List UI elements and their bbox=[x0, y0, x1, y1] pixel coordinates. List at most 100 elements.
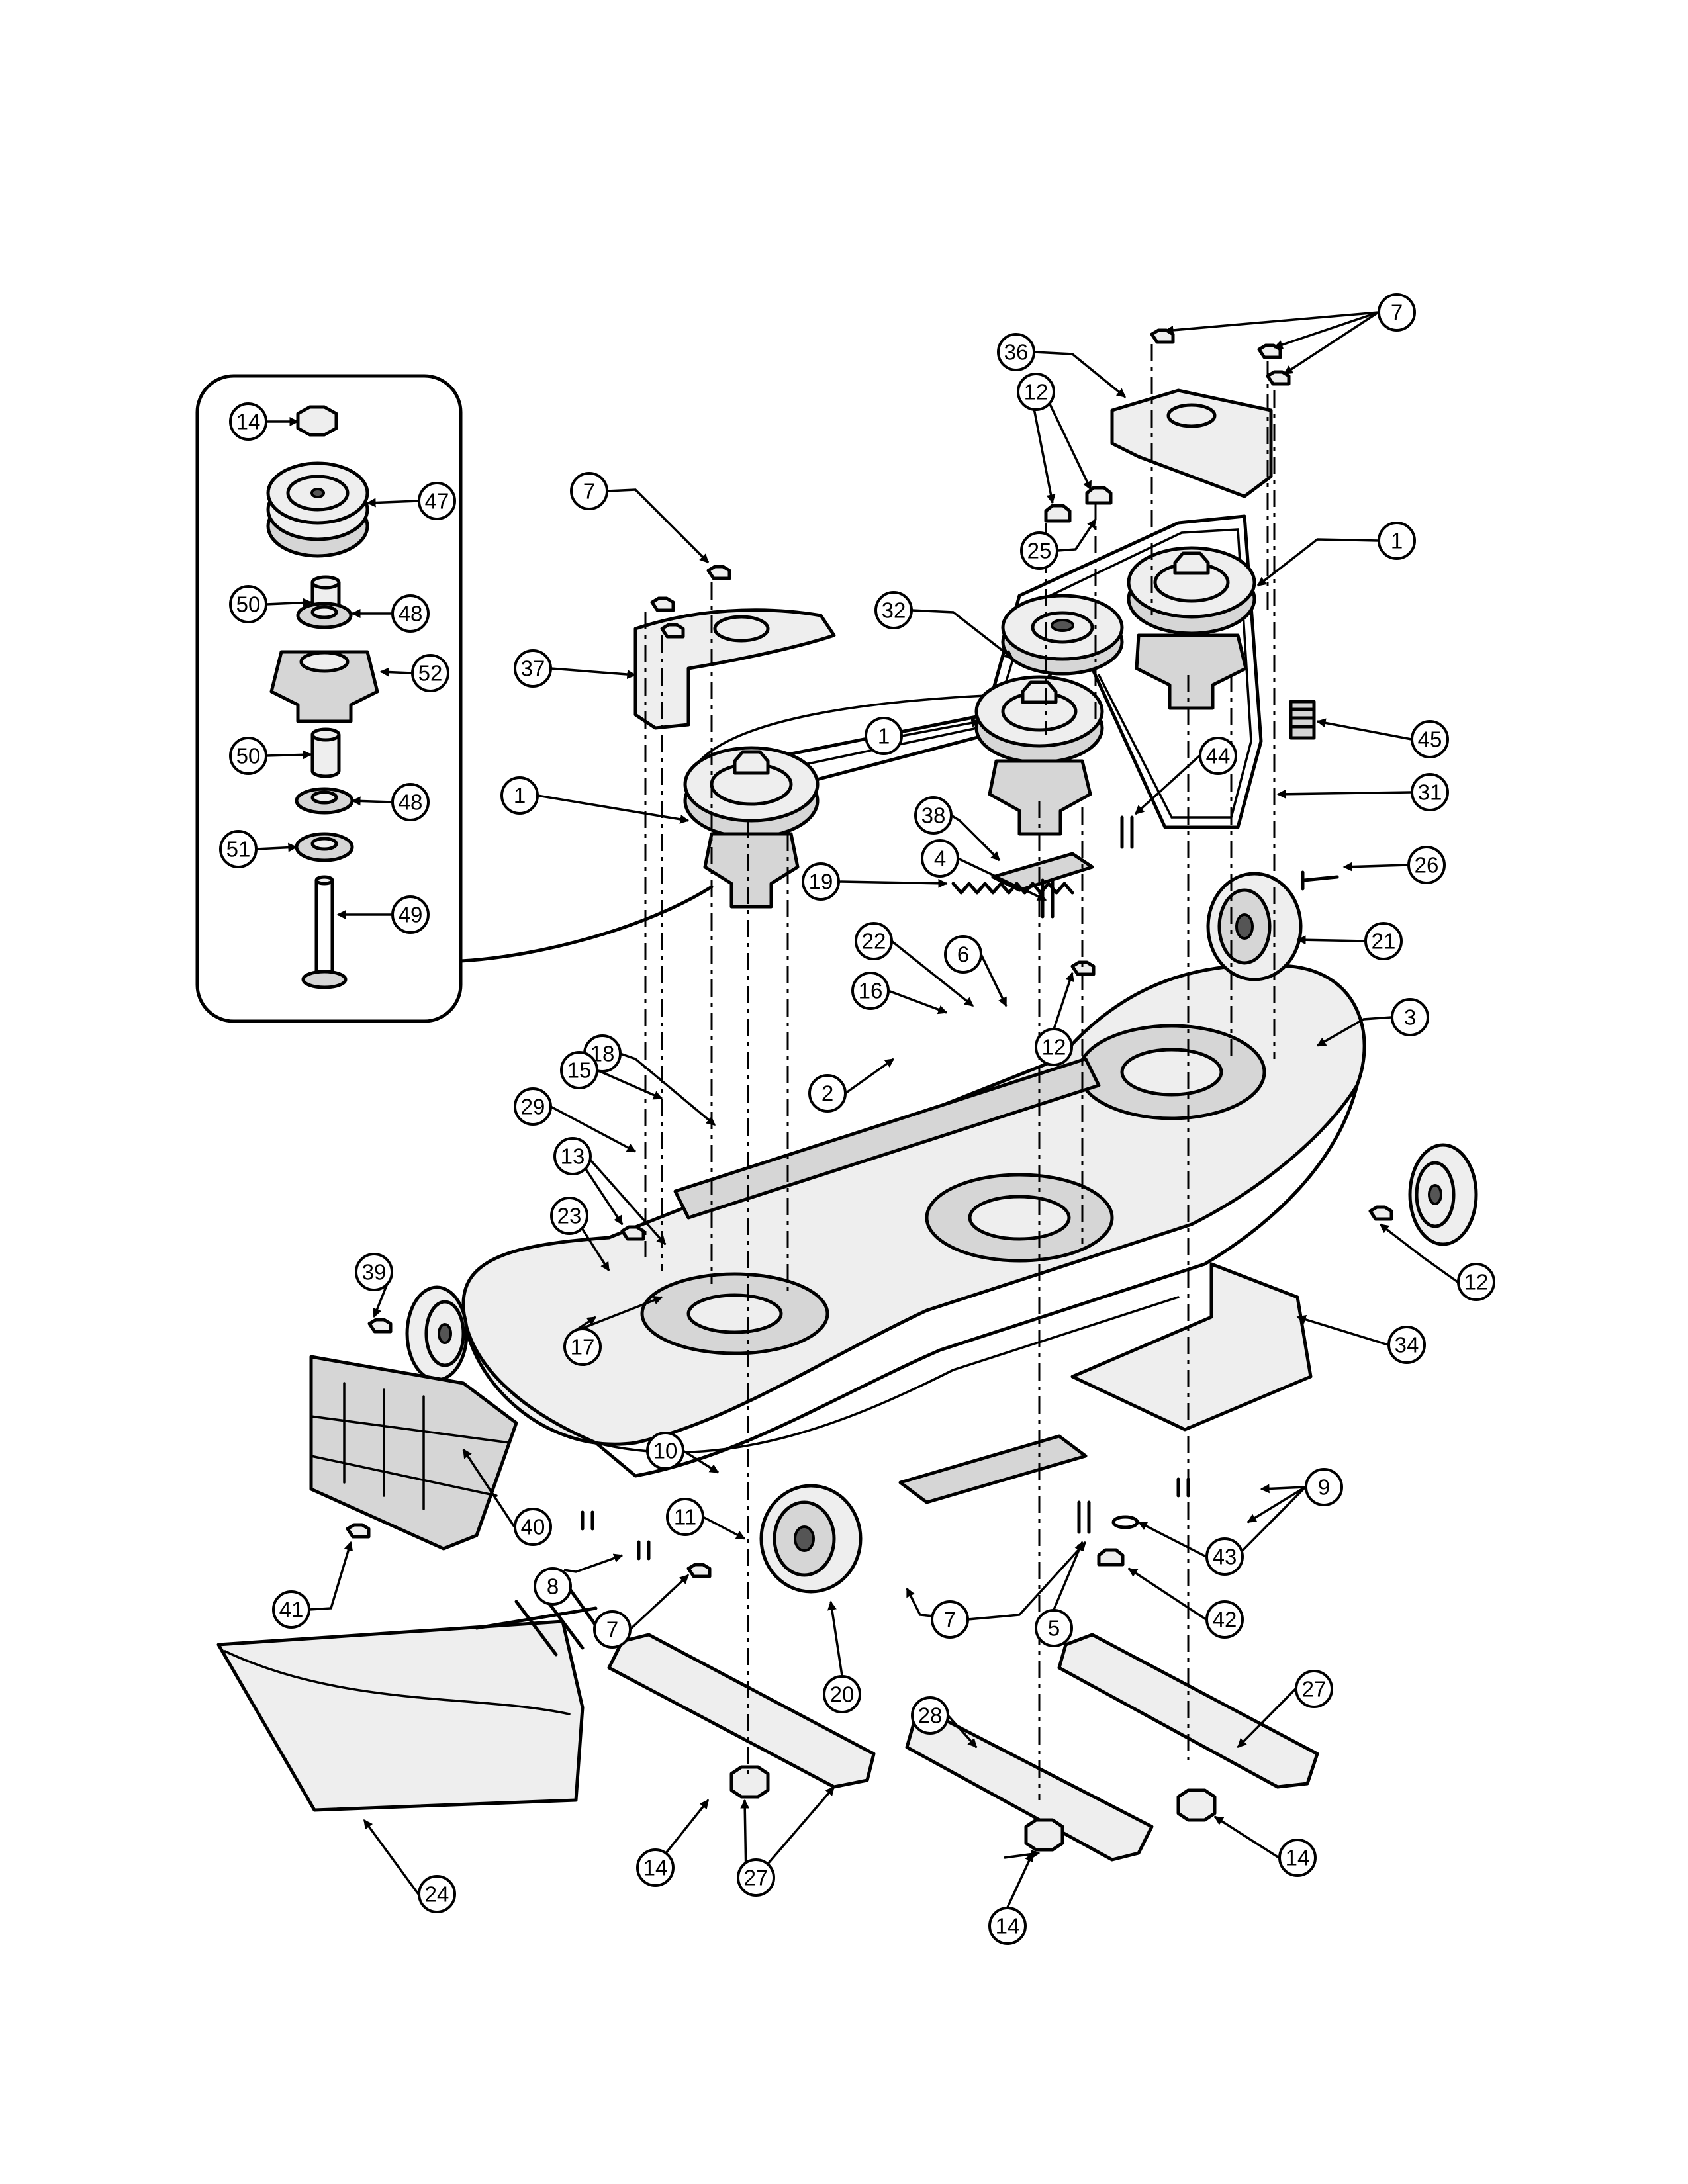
svg-text:14: 14 bbox=[1286, 1846, 1310, 1870]
svg-text:11: 11 bbox=[674, 1505, 696, 1529]
callout-1-right[interactable]: 1 bbox=[1378, 522, 1416, 560]
svg-text:50: 50 bbox=[236, 592, 261, 617]
callout-12-right[interactable]: 12 bbox=[1457, 1263, 1495, 1301]
callout-21[interactable]: 21 bbox=[1364, 922, 1403, 960]
callout-1-left[interactable]: 1 bbox=[500, 776, 539, 815]
svg-text:48: 48 bbox=[399, 790, 423, 815]
callout-15[interactable]: 15 bbox=[560, 1051, 598, 1089]
svg-text:32: 32 bbox=[882, 598, 906, 623]
callout-31[interactable]: 31 bbox=[1411, 773, 1449, 811]
svg-text:44: 44 bbox=[1206, 744, 1231, 768]
wheel-bolt-26 bbox=[1301, 870, 1339, 891]
callout-7-top-right[interactable]: 7 bbox=[1378, 293, 1416, 332]
inset-pulley bbox=[266, 461, 369, 558]
callout-27-right[interactable]: 27 bbox=[1295, 1670, 1333, 1708]
callout-32[interactable]: 32 bbox=[874, 591, 913, 629]
callout-38[interactable]: 38 bbox=[914, 796, 953, 835]
spindle-inset bbox=[195, 374, 714, 1023]
callout-17[interactable]: 17 bbox=[563, 1328, 602, 1366]
svg-text:13: 13 bbox=[561, 1144, 585, 1169]
callout-4[interactable]: 4 bbox=[921, 839, 959, 878]
svg-text:27: 27 bbox=[744, 1866, 769, 1890]
callout-14-left[interactable]: 14 bbox=[636, 1848, 675, 1887]
inset-connector-line bbox=[459, 885, 714, 963]
callout-5[interactable]: 5 bbox=[1035, 1609, 1073, 1647]
callout-28[interactable]: 28 bbox=[911, 1696, 949, 1735]
svg-text:38: 38 bbox=[921, 803, 946, 828]
right-spindle-assembly bbox=[1127, 546, 1256, 710]
callout-34[interactable]: 34 bbox=[1387, 1326, 1426, 1364]
callout-27-left[interactable]: 27 bbox=[737, 1858, 775, 1897]
svg-text:6: 6 bbox=[957, 942, 969, 967]
svg-text:15: 15 bbox=[567, 1058, 592, 1083]
callout-19[interactable]: 19 bbox=[802, 862, 840, 901]
callout-7-lower-left[interactable]: 7 bbox=[593, 1610, 632, 1649]
callout-23[interactable]: 23 bbox=[550, 1197, 588, 1235]
callout-9[interactable]: 9 bbox=[1305, 1468, 1343, 1506]
callout-11[interactable]: 11 bbox=[666, 1498, 704, 1536]
callout-inset-bearing-top[interactable]: 48 bbox=[391, 594, 430, 633]
svg-text:9: 9 bbox=[1318, 1475, 1330, 1500]
mulch-plug-hardware bbox=[475, 1586, 604, 1657]
svg-text:29: 29 bbox=[521, 1095, 545, 1119]
callout-45[interactable]: 45 bbox=[1411, 720, 1449, 758]
small-hardware bbox=[346, 328, 1393, 1578]
blade-nut-center bbox=[1024, 1818, 1064, 1852]
callout-inset-seal[interactable]: 51 bbox=[219, 830, 258, 868]
callout-36[interactable]: 36 bbox=[997, 333, 1035, 371]
callout-37[interactable]: 37 bbox=[514, 649, 552, 688]
callout-20[interactable]: 20 bbox=[823, 1675, 861, 1713]
svg-text:14: 14 bbox=[996, 1914, 1020, 1938]
callout-42[interactable]: 42 bbox=[1205, 1600, 1244, 1639]
inset-bushing-bottom bbox=[310, 735, 341, 778]
callout-10[interactable]: 10 bbox=[646, 1432, 684, 1470]
callout-7-top-left[interactable]: 7 bbox=[570, 472, 608, 510]
svg-text:27: 27 bbox=[1302, 1677, 1327, 1702]
callout-inset-housing[interactable]: 52 bbox=[411, 654, 449, 692]
inset-nut bbox=[296, 405, 338, 437]
discharge-deflector bbox=[309, 1355, 518, 1551]
callout-12-top[interactable]: 12 bbox=[1017, 373, 1055, 411]
callout-inset-nut[interactable]: 14 bbox=[229, 402, 267, 441]
callout-14-center[interactable]: 14 bbox=[988, 1907, 1027, 1945]
callout-inset-bearing-bottom[interactable]: 48 bbox=[391, 783, 430, 821]
callout-40[interactable]: 40 bbox=[514, 1508, 552, 1546]
callout-2[interactable]: 2 bbox=[808, 1074, 847, 1113]
svg-text:12: 12 bbox=[1464, 1270, 1489, 1295]
svg-text:1: 1 bbox=[878, 724, 890, 749]
left-belt-shield bbox=[633, 608, 836, 730]
svg-text:22: 22 bbox=[862, 929, 886, 954]
callout-24[interactable]: 24 bbox=[418, 1875, 456, 1913]
callout-16[interactable]: 16 bbox=[851, 972, 890, 1010]
callout-43[interactable]: 43 bbox=[1205, 1537, 1244, 1576]
part-callouts: 14 47 50 48 52 50 48 51 49 7 37 1 36 12 … bbox=[219, 293, 1495, 1945]
callout-inset-pulley[interactable]: 47 bbox=[418, 482, 456, 520]
svg-text:43: 43 bbox=[1213, 1545, 1237, 1569]
callout-3[interactable]: 3 bbox=[1391, 998, 1429, 1036]
callout-7-lower-center[interactable]: 7 bbox=[931, 1600, 969, 1639]
callout-1-middle[interactable]: 1 bbox=[865, 717, 903, 755]
svg-text:28: 28 bbox=[918, 1704, 943, 1728]
svg-text:40: 40 bbox=[521, 1515, 545, 1539]
callout-6[interactable]: 6 bbox=[944, 935, 982, 974]
svg-text:23: 23 bbox=[557, 1204, 582, 1228]
svg-text:21: 21 bbox=[1372, 929, 1396, 954]
callout-39[interactable]: 39 bbox=[355, 1253, 393, 1291]
callout-26[interactable]: 26 bbox=[1407, 846, 1446, 884]
callout-29[interactable]: 29 bbox=[514, 1087, 552, 1126]
svg-text:1: 1 bbox=[514, 784, 526, 808]
svg-text:49: 49 bbox=[399, 903, 423, 927]
callout-inset-bushing-bottom[interactable]: 50 bbox=[229, 737, 267, 775]
callout-44[interactable]: 44 bbox=[1199, 737, 1237, 775]
callout-14-right[interactable]: 14 bbox=[1278, 1839, 1317, 1877]
callout-12-center[interactable]: 12 bbox=[1035, 1028, 1073, 1066]
callout-inset-bushing-top[interactable]: 50 bbox=[229, 585, 267, 623]
callout-41[interactable]: 41 bbox=[272, 1590, 310, 1629]
callout-inset-shaft[interactable]: 49 bbox=[391, 895, 430, 934]
mower-deck-shell bbox=[461, 963, 1366, 1478]
callout-13[interactable]: 13 bbox=[553, 1137, 592, 1175]
svg-text:20: 20 bbox=[830, 1682, 855, 1707]
callout-22[interactable]: 22 bbox=[855, 922, 893, 960]
callout-25[interactable]: 25 bbox=[1020, 531, 1058, 570]
callout-8[interactable]: 8 bbox=[534, 1567, 572, 1606]
